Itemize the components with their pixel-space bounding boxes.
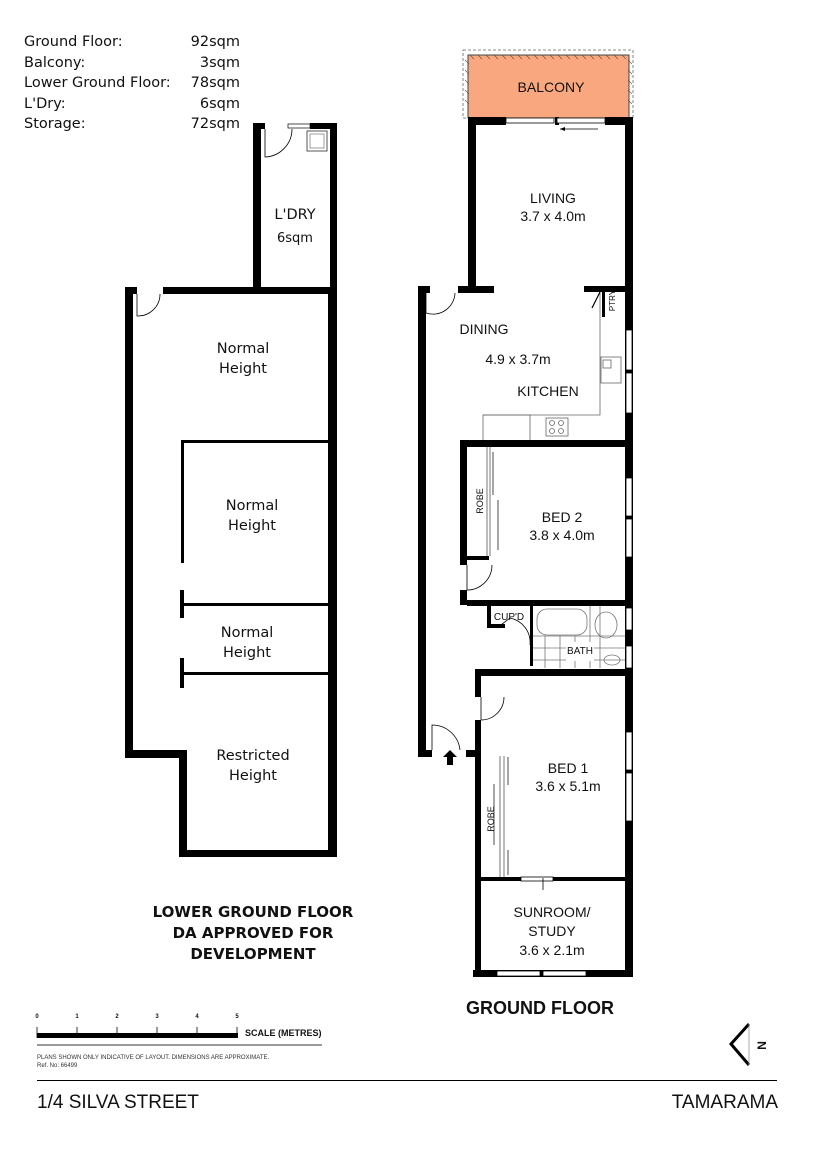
caption-line: DEVELOPMENT: [190, 945, 316, 963]
laundry-name: L'DRY: [274, 207, 316, 223]
area-value: 6sqm: [199, 95, 240, 112]
living-name: LIVING: [530, 190, 576, 206]
area-schedule: Ground Floor: 92sqm Balcony: 3sqm Lower Gr…: [24, 32, 240, 135]
entry-arrow-icon: [443, 750, 457, 765]
area-value: 72sqm: [190, 116, 240, 132]
area-label: Ground Floor:: [24, 34, 123, 50]
bed1-size: 3.6 x 5.1m: [535, 778, 601, 794]
lower-ground-floor-caption: LOWER GROUND FLOOR DA APPROVED FOR DEVEL…: [153, 902, 354, 965]
area-row-lower-ground: Lower Ground Floor: 78sqm: [24, 73, 240, 94]
room-label-line: Normal: [225, 498, 279, 514]
compass-north-label: N: [754, 1041, 769, 1050]
caption-line: DA APPROVED FOR: [172, 924, 334, 942]
lower-ground-floor-plan: [125, 123, 337, 857]
room-label-line: Normal: [216, 341, 270, 357]
area-value: 92sqm: [190, 34, 240, 50]
room-label-line: Height: [219, 361, 267, 377]
dining-name: DINING: [459, 321, 509, 337]
area-row-laundry: L'Dry: 6sqm: [24, 94, 240, 115]
room-label-line: SUNROOM/: [513, 904, 591, 920]
bed2-size: 3.8 x 4.0m: [529, 527, 595, 543]
scale-tick: 0: [35, 1014, 39, 1020]
caption-line: LOWER GROUND FLOOR: [152, 903, 354, 921]
ground-floor-plan: [418, 49, 634, 977]
area-label: L'Dry:: [24, 95, 66, 112]
reference-number: Ref. No: 66499: [37, 1063, 78, 1069]
room-size: 3.6 x 2.1m: [519, 942, 585, 958]
area-row-ground-floor: Ground Floor: 92sqm: [24, 32, 240, 53]
area-value: 3sqm: [199, 54, 240, 71]
bed2-name: BED 2: [541, 509, 583, 525]
area-row-balcony: Balcony: 3sqm: [24, 53, 240, 74]
laundry-size: 6sqm: [277, 231, 313, 246]
dining-size: 4.9 x 3.7m: [485, 351, 551, 367]
pantry-label: PTRY: [608, 289, 618, 312]
disclaimer: PLANS SHOWN ONLY INDICATIVE OF LAYOUT. D…: [37, 1054, 269, 1070]
room-label-line: STUDY: [528, 923, 576, 939]
room-label-line: Height: [223, 645, 271, 661]
scale-tick: 5: [235, 1014, 239, 1020]
living-size: 3.7 x 4.0m: [520, 208, 586, 224]
bed1-robe-label: ROBE: [485, 806, 496, 832]
property-suburb: TAMARAMA: [671, 1092, 778, 1113]
room-label-line: Normal: [220, 625, 274, 641]
area-label: Storage:: [24, 116, 86, 132]
bed2-robe-label: ROBE: [474, 488, 485, 514]
bath-label: BATH: [566, 642, 594, 661]
balcony-label: BALCONY: [517, 79, 585, 95]
scale-tick: 2: [115, 1014, 119, 1020]
area-value: 78sqm: [190, 75, 240, 91]
area-label: Lower Ground Floor:: [24, 75, 171, 91]
property-address: 1/4 SILVA STREET: [37, 1092, 199, 1113]
room-label-line: Height: [228, 518, 276, 534]
area-label: Balcony:: [24, 54, 86, 71]
kitchen-name: KITCHEN: [517, 383, 579, 399]
footer-rule: [37, 1080, 777, 1081]
scale-bar: [36, 1027, 322, 1046]
ground-floor-caption: GROUND FLOOR: [466, 998, 614, 1018]
sunroom-label: SUNROOM/ STUDY 3.6 x 2.1m: [514, 903, 591, 960]
room-label-line: Restricted: [216, 748, 290, 764]
cupboard-label: CUP'D: [493, 612, 525, 623]
scale-tick: 3: [155, 1014, 159, 1020]
north-compass-icon: [729, 1022, 751, 1066]
disclaimer-text: PLANS SHOWN ONLY INDICATIVE OF LAYOUT. D…: [37, 1055, 270, 1061]
room-label-line: Height: [229, 768, 277, 784]
scale-tick: 4: [195, 1014, 199, 1020]
bed1-name: BED 1: [547, 760, 589, 776]
scale-label: SCALE (METRES): [245, 1028, 322, 1038]
area-row-storage: Storage: 72sqm: [24, 114, 240, 135]
scale-tick: 1: [75, 1014, 79, 1020]
